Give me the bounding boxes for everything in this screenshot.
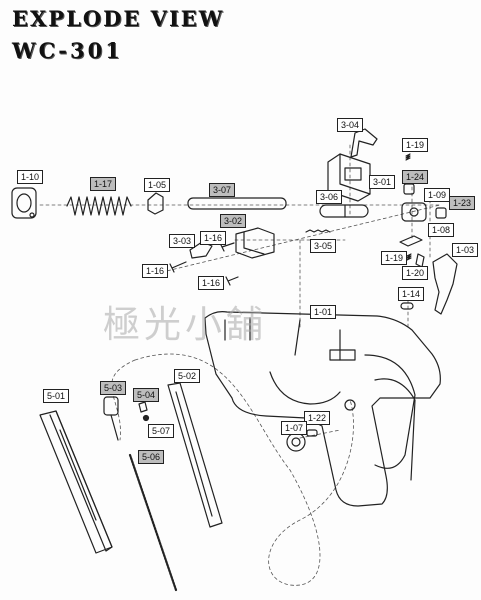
part-label: 1-14 xyxy=(398,287,425,301)
part-recoil-spring xyxy=(66,196,132,216)
part-label: 5-02 xyxy=(174,369,201,383)
part-label: 1-16 xyxy=(198,276,225,290)
part-label: 5-03 xyxy=(100,381,127,395)
part-block xyxy=(147,192,164,215)
part-magazine-spring xyxy=(128,453,178,592)
part-latch-5-04 xyxy=(138,401,148,413)
part-label: 1-03 xyxy=(452,243,479,257)
part-barrel-cap xyxy=(11,187,37,219)
part-label: 5-07 xyxy=(148,424,175,438)
part-lever-1-08 xyxy=(399,235,423,247)
part-trigger xyxy=(432,253,458,315)
watermark-text: 極光小舖 xyxy=(103,303,267,346)
part-pin-1-22 xyxy=(306,429,318,437)
part-label: 1-17 xyxy=(90,177,117,191)
part-label: 1-20 xyxy=(402,266,429,280)
part-label: 1-19 xyxy=(381,251,408,265)
part-label: 5-01 xyxy=(43,389,70,403)
model-number: WC-301 xyxy=(12,38,123,63)
part-magazine-plate xyxy=(167,382,223,528)
part-spring-small xyxy=(405,153,411,161)
part-label: 1-19 xyxy=(402,138,429,152)
part-label: 1-05 xyxy=(144,178,171,192)
part-ball-5-07 xyxy=(142,414,150,422)
part-label: 1-16 xyxy=(142,264,169,278)
part-cap-small xyxy=(403,183,415,195)
part-spring-1-19 xyxy=(406,253,412,261)
part-magazine-body xyxy=(39,410,113,554)
part-label: 1-01 xyxy=(310,305,337,319)
part-label: 1-09 xyxy=(424,188,451,202)
part-follower xyxy=(103,396,119,441)
part-cylinder xyxy=(319,204,369,218)
part-label: 1-07 xyxy=(281,421,308,435)
part-pin-1-14 xyxy=(400,302,414,310)
part-pistol-frame xyxy=(204,311,441,507)
part-label: 5-04 xyxy=(133,388,160,402)
part-spring-3-05 xyxy=(305,229,331,233)
part-block-1-09 xyxy=(401,202,427,222)
part-label: 3-04 xyxy=(337,118,364,132)
part-label: 3-03 xyxy=(169,234,196,248)
part-label: 3-06 xyxy=(316,190,343,204)
part-label: 1-23 xyxy=(449,196,476,210)
part-label: 5-06 xyxy=(138,450,165,464)
part-label: 1-16 xyxy=(200,231,227,245)
part-label: 3-07 xyxy=(209,183,236,197)
part-knob-1-07 xyxy=(286,432,306,452)
part-label: 3-05 xyxy=(310,239,337,253)
part-label: 1-10 xyxy=(17,170,44,184)
part-guide-rod xyxy=(187,197,287,210)
assembly-lines xyxy=(39,144,441,586)
part-label: 1-08 xyxy=(428,223,455,237)
part-label: 1-22 xyxy=(304,411,331,425)
part-cap-1-23 xyxy=(435,207,447,219)
part-screw-a xyxy=(169,261,187,273)
part-label: 3-02 xyxy=(220,214,247,228)
part-label: 3-01 xyxy=(369,175,396,189)
part-hammer xyxy=(350,128,378,158)
diagram-title: EXPLODE VIEW xyxy=(12,6,225,31)
part-screw-c xyxy=(225,276,239,286)
part-label: 1-24 xyxy=(402,170,429,184)
part-bracket xyxy=(235,227,275,259)
